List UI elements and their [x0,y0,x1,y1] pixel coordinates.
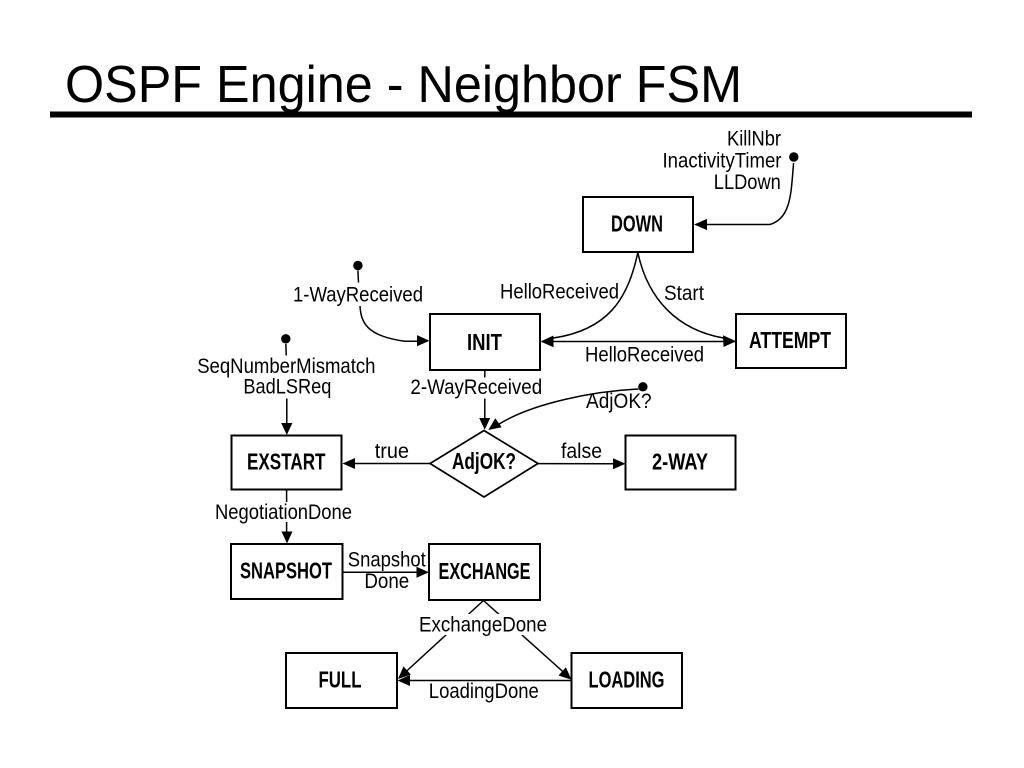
svg-text:InactivityTimer: InactivityTimer [663,150,782,173]
svg-text:true: true [375,440,409,463]
svg-text:OSPF Engine - Neighbor FSM: OSPF Engine - Neighbor FSM [65,56,742,114]
svg-text:EXSTART: EXSTART [247,449,326,475]
svg-text:false: false [561,440,602,463]
svg-text:LOADING: LOADING [589,667,665,693]
svg-text:SNAPSHOT: SNAPSHOT [240,558,332,584]
svg-text:2-WayReceived: 2-WayReceived [410,376,542,399]
svg-text:Start: Start [664,282,704,305]
svg-text:BadLSReq: BadLSReq [243,375,331,398]
svg-text:KillNbr: KillNbr [727,128,781,151]
svg-text:LLDown: LLDown [714,171,781,194]
svg-text:AdjOK?: AdjOK? [452,448,516,474]
svg-text:INIT: INIT [467,329,502,355]
svg-text:HelloReceived: HelloReceived [585,343,704,366]
svg-text:DOWN: DOWN [611,211,663,237]
svg-text:AdjOK?: AdjOK? [586,390,652,413]
svg-text:HelloReceived: HelloReceived [500,280,619,303]
svg-text:LoadingDone: LoadingDone [429,680,539,703]
svg-text:1-WayReceived: 1-WayReceived [293,284,423,307]
svg-text:2-WAY: 2-WAY [652,449,708,475]
svg-text:FULL: FULL [319,667,362,693]
svg-text:ATTEMPT: ATTEMPT [749,327,831,353]
svg-text:EXCHANGE: EXCHANGE [439,558,531,584]
svg-text:Done: Done [364,570,409,593]
svg-text:Snapshot: Snapshot [348,549,426,572]
svg-text:ExchangeDone: ExchangeDone [419,614,547,637]
svg-text:SeqNumberMismatch: SeqNumberMismatch [197,355,375,378]
svg-text:NegotiationDone: NegotiationDone [215,501,352,524]
